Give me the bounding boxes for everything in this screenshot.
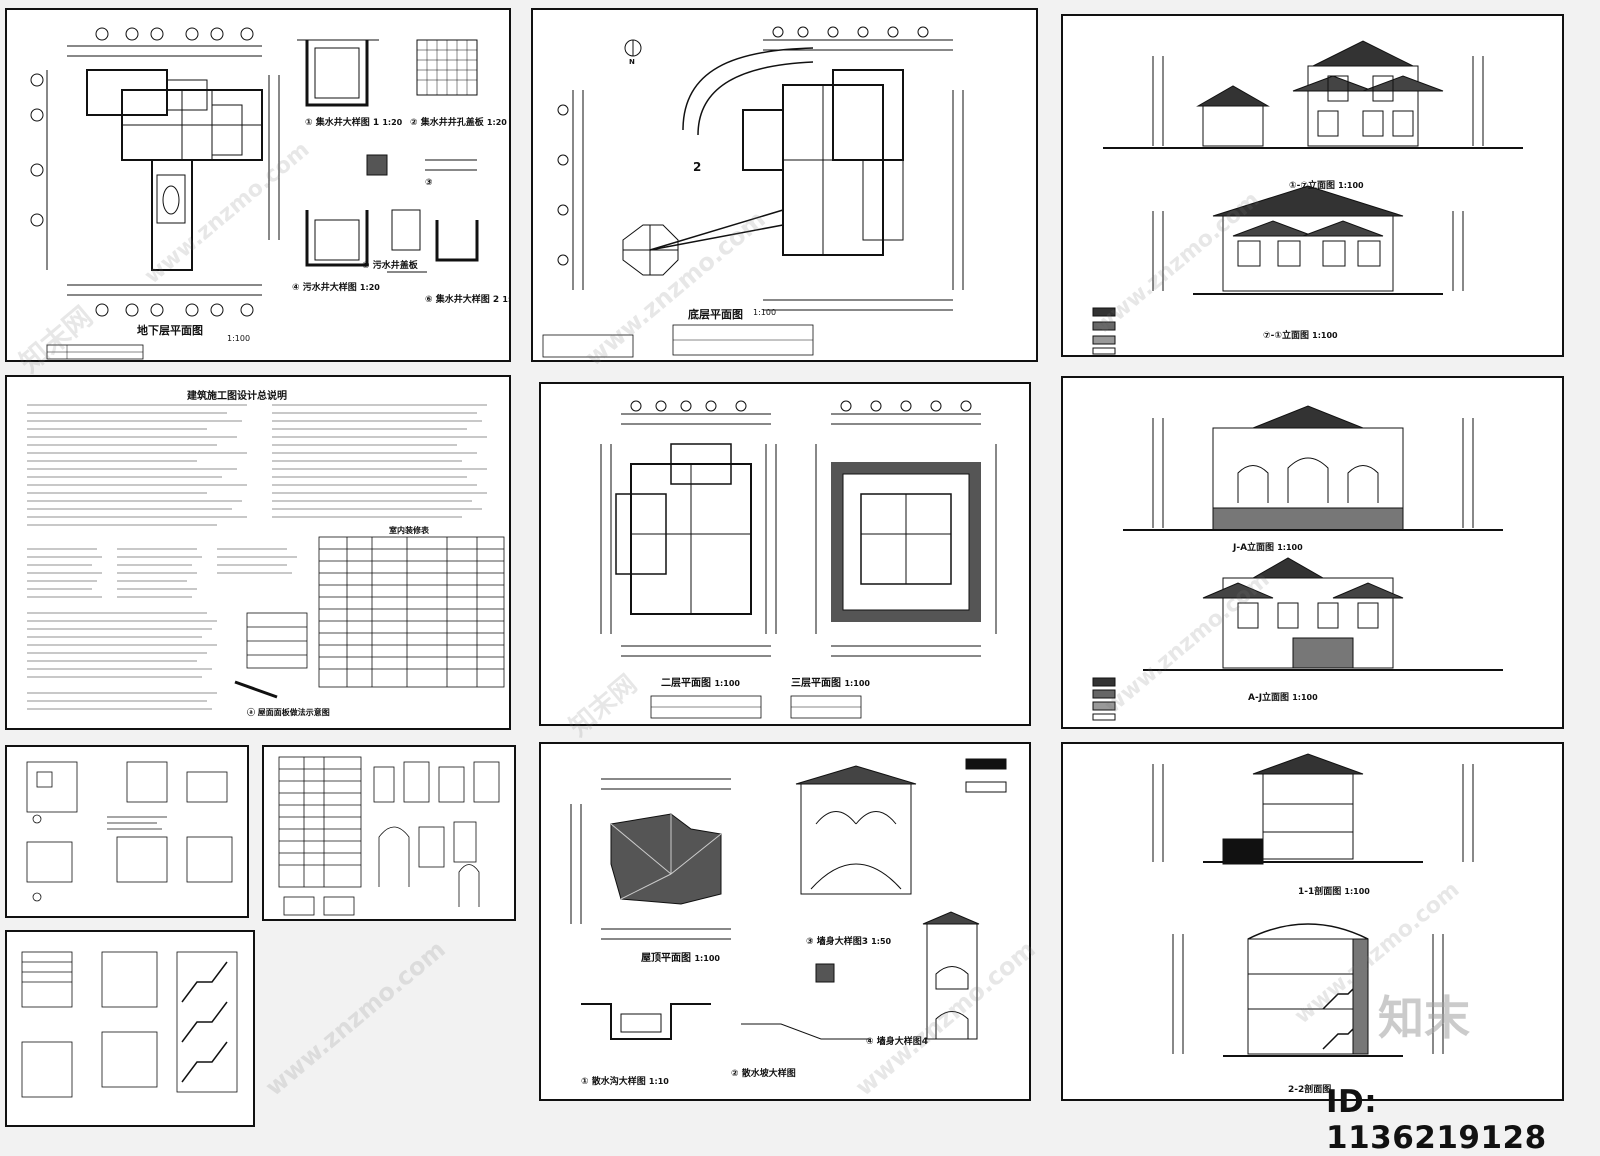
ground-plan-scale: 1:100 <box>753 308 777 317</box>
basement-plan-drawing <box>30 27 479 360</box>
elevations-2-drawing <box>1092 405 1503 721</box>
sheet-ground-plan: N 2 底层平面图 1:100 <box>531 8 1038 362</box>
ground-plan-title: 底层平面图 <box>688 308 743 321</box>
elevations-1-drawing <box>1092 40 1523 355</box>
section-2-title: 2-2剖面图 <box>1288 1085 1332 1095</box>
notes-title: 建筑施工图设计总说明 <box>187 391 287 402</box>
gutter-detail-title: ① 散水沟大样图 1:10 <box>581 1077 669 1087</box>
ground-plan-drawing <box>542 26 964 358</box>
notes-drawing <box>27 404 505 710</box>
detail-6-label: ⑥ 集水井大样图 2 1:20 <box>425 295 511 305</box>
roof-detail-label: ⓐ 屋面面板做法示意图 <box>247 708 330 717</box>
finish-table-title: 室内装修表 <box>389 526 429 535</box>
floor-2-3-drawing <box>600 400 997 719</box>
sheet-roof-details: 屋顶平面图 1:100 ③ 墙身大样图3 1:50 ④ 墙身大样图4 ① 散水沟… <box>539 742 1031 1101</box>
detail-5-label: ⑤ 污水井盖板 <box>362 261 418 271</box>
sheet-design-notes: 建筑施工图设计总说明 室内装修表 ⓐ 屋面面板做法示意图 <box>5 375 511 730</box>
sheet-floor-2-3: 二层平面图 1:100 三层平面图 1:100 <box>539 382 1031 726</box>
roof-plan-title: 屋顶平面图 1:100 <box>641 953 720 964</box>
apron-detail-title: ② 散水坡大样图 <box>731 1069 796 1079</box>
sheet-bath-details <box>5 745 249 918</box>
detail-4-label: ④ 污水井大样图 1:20 <box>292 283 380 293</box>
stairs-drawing <box>21 951 238 1098</box>
brand-watermark: 知末 <box>1378 991 1470 1045</box>
detail-1-label: ① 集水井大样图 1 1:20 <box>305 118 403 128</box>
elevation-1-title: ①-⑦立面图 1:100 <box>1289 181 1364 191</box>
detail-2-label: ② 集水井井孔盖板 1:20 <box>410 118 507 128</box>
doors-windows-drawing <box>278 756 500 916</box>
sheet-doors-windows <box>262 745 516 921</box>
detail-3-marker: ③ <box>425 178 433 188</box>
id-label: ID: 1136219128 <box>1326 1084 1547 1156</box>
watermark-url: www.znzmo.com <box>260 935 451 1102</box>
bath-details-drawing <box>26 761 233 902</box>
sheet-elevations-1: ①-⑦立面图 1:100 ⑦-①立面图 1:100 <box>1061 14 1564 357</box>
wall-detail-3-title: ③ 墙身大样图3 1:50 <box>806 937 892 947</box>
floor-2-title: 二层平面图 1:100 <box>661 678 740 689</box>
section-1-title: 1-1剖面图 1:100 <box>1298 887 1370 897</box>
sheet-stairs <box>5 930 255 1127</box>
wall-detail-4-title: ④ 墙身大样图4 <box>866 1037 929 1047</box>
elevation-4-title: A-J立面图 1:100 <box>1248 693 1318 703</box>
basement-plan-title: 地下层平面图 <box>137 324 203 337</box>
north-arrow: N <box>629 58 635 66</box>
sheet-basement-plan: ① 集水井大样图 1 1:20 ② 集水井井孔盖板 1:20 ③ ④ 污水井大样… <box>5 8 511 362</box>
sections-drawing <box>1152 753 1474 1057</box>
ground-section-mark: 2 <box>693 160 702 174</box>
roof-details-drawing <box>570 758 1007 1040</box>
elevation-2-title: ⑦-①立面图 1:100 <box>1263 331 1338 341</box>
sheet-elevations-2: J-A立面图 1:100 A-J立面图 1:100 <box>1061 376 1564 729</box>
floor-3-title: 三层平面图 1:100 <box>791 678 870 689</box>
sheet-sections: 1-1剖面图 1:100 2-2剖面图 <box>1061 742 1564 1101</box>
basement-plan-scale: 1:100 <box>227 334 251 343</box>
elevation-3-title: J-A立面图 1:100 <box>1233 543 1303 553</box>
